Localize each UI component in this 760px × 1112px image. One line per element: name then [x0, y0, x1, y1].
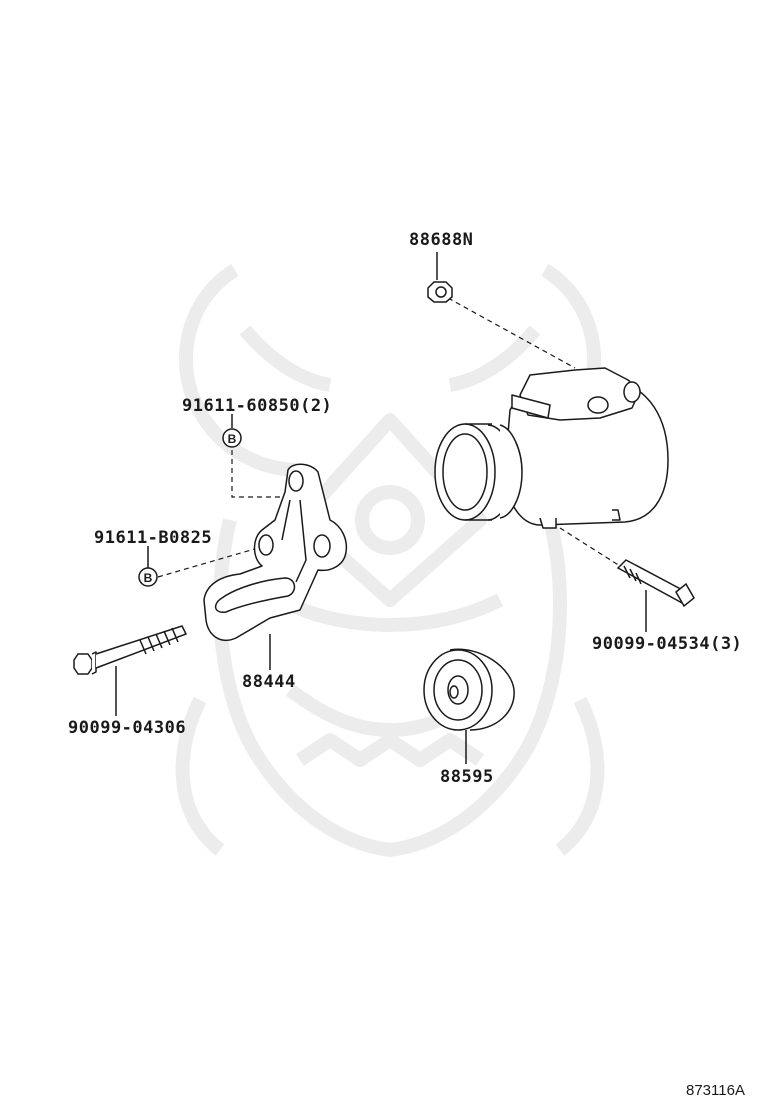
b-marker-lower-icon: B	[138, 567, 158, 587]
long-bolt-icon	[73, 625, 187, 675]
label-91611-60850: 91611-60850(2)	[182, 396, 333, 416]
stud-bolt-icon	[616, 559, 695, 608]
label-88444: 88444	[242, 672, 296, 692]
label-90099-04306: 90099-04306	[68, 718, 187, 738]
compressor-bracket-icon	[203, 463, 348, 641]
b-marker-upper-icon: B	[222, 428, 242, 448]
svg-text:B: B	[228, 432, 237, 446]
leader-91611-60850-dash	[231, 450, 285, 498]
solid-leaders	[115, 252, 647, 764]
label-90099-04534: 90099-04534(3)	[592, 634, 743, 654]
leader-88688n-dash	[447, 297, 576, 369]
nut-icon	[427, 281, 453, 303]
leader-lines	[157, 297, 621, 578]
idler-pulley-icon	[423, 648, 515, 731]
figure-number: 873116A	[686, 1082, 745, 1099]
compressor-icon	[434, 367, 669, 529]
svg-text:B: B	[144, 571, 153, 585]
label-88595: 88595	[440, 767, 494, 787]
label-91611-b0825: 91611-B0825	[94, 528, 213, 548]
leader-90099-04534-dash	[559, 527, 621, 567]
samurai-helmet-watermark-icon	[175, 264, 605, 857]
label-88688n: 88688N	[409, 230, 474, 250]
